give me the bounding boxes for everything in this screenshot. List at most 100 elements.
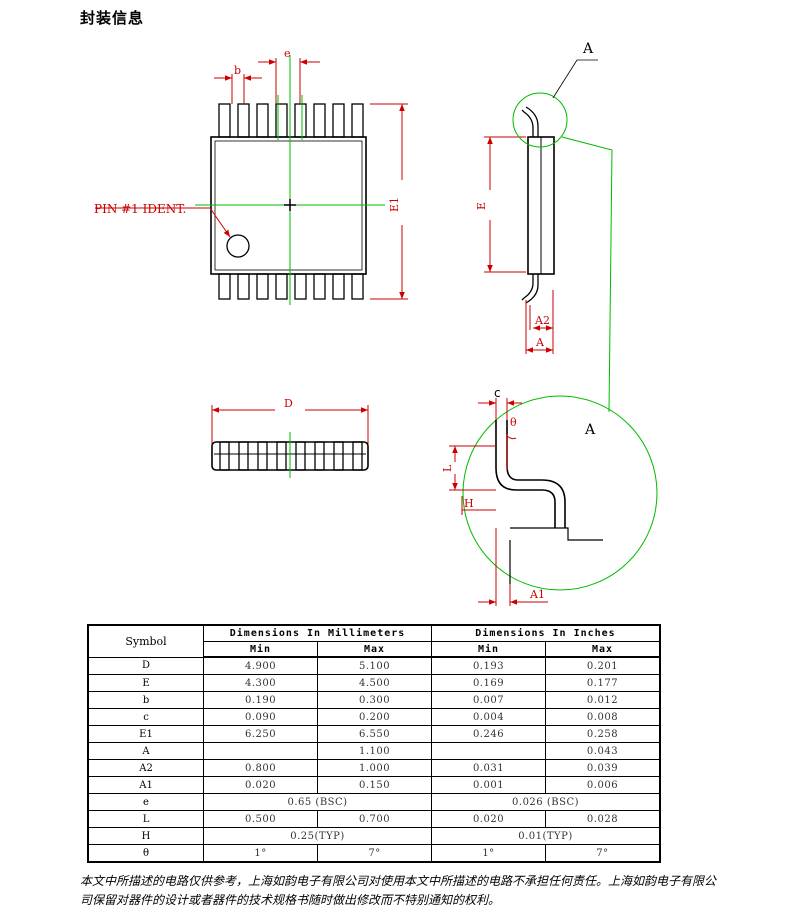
lead bbox=[351, 273, 364, 300]
lead bbox=[275, 273, 288, 300]
table-cell: 0.150 bbox=[317, 776, 433, 794]
table-cell: H bbox=[87, 827, 205, 845]
top-leads-upper bbox=[218, 103, 364, 138]
lead bbox=[276, 441, 287, 471]
table-cell: 1.100 bbox=[317, 742, 433, 760]
table-cell: 0.031 bbox=[431, 759, 546, 777]
table-cell: 0.193 bbox=[431, 656, 546, 675]
detail-a-label: A bbox=[584, 422, 596, 438]
table-cell: 0.169 bbox=[431, 674, 546, 692]
dim-E-label: E bbox=[475, 202, 488, 210]
inch-header: Dimensions In Inches bbox=[431, 624, 661, 642]
table-cell: 0.258 bbox=[544, 725, 661, 743]
table-cell: 0.008 bbox=[544, 708, 661, 726]
table-cell: 0.090 bbox=[203, 708, 319, 726]
lead bbox=[294, 273, 307, 300]
dim-L-label: L bbox=[441, 464, 454, 472]
symbol-header: Symbol bbox=[87, 624, 205, 658]
lead bbox=[333, 441, 344, 471]
table-cell: 6.550 bbox=[317, 725, 433, 743]
lead bbox=[351, 103, 364, 138]
dimensions-table: Symbol Dimensions In Millimeters Dimensi… bbox=[87, 624, 661, 863]
table-cell: A2 bbox=[87, 759, 205, 777]
dim-D-label: D bbox=[284, 397, 293, 410]
lead bbox=[218, 273, 231, 300]
table-cell: 4.900 bbox=[203, 656, 319, 675]
pin1-dot bbox=[226, 234, 250, 258]
dim-A2-label: A2 bbox=[534, 314, 550, 327]
detail-a-view: A c θ L H A1 bbox=[441, 386, 658, 606]
table-cell: θ bbox=[87, 844, 205, 863]
dim-H-label: H bbox=[464, 497, 474, 510]
table-cell: 0.177 bbox=[544, 674, 661, 692]
table-cell: 0.026 (BSC) bbox=[431, 793, 661, 811]
table-cell: 0.006 bbox=[544, 776, 661, 794]
table-cell: 0.25(TYP) bbox=[203, 827, 433, 845]
dim-b-label: b bbox=[234, 64, 241, 77]
table-cell: 1.000 bbox=[317, 759, 433, 777]
lead bbox=[295, 441, 306, 471]
table-cell: 1° bbox=[431, 844, 546, 863]
table-cell: 0.201 bbox=[544, 656, 661, 675]
table-cell: 0.01(TYP) bbox=[431, 827, 661, 845]
table-cell: L bbox=[87, 810, 205, 828]
detail-ref-label: A bbox=[582, 41, 594, 57]
lead bbox=[237, 273, 250, 300]
table-cell: b bbox=[87, 691, 205, 709]
table-cell: 0.020 bbox=[431, 810, 546, 828]
dim-A-label: A bbox=[535, 336, 545, 349]
table-cell: 0.65 (BSC) bbox=[203, 793, 433, 811]
dim-e-label: e bbox=[284, 47, 291, 60]
lead bbox=[313, 103, 326, 138]
table-cell: 0.028 bbox=[544, 810, 661, 828]
lead bbox=[257, 441, 268, 471]
pin1-label: PIN #1 IDENT. bbox=[94, 202, 186, 216]
table-cell: 0.007 bbox=[431, 691, 546, 709]
table-cell bbox=[203, 742, 319, 760]
lead bbox=[256, 273, 269, 300]
table-cell: 0.246 bbox=[431, 725, 546, 743]
inch-max-header: Max bbox=[544, 641, 661, 658]
dim-theta-label: θ bbox=[510, 416, 517, 429]
side-view: E A2 A A bbox=[475, 41, 613, 413]
table-cell: E1 bbox=[87, 725, 205, 743]
mm-header: Dimensions In Millimeters bbox=[203, 624, 433, 642]
lead bbox=[238, 441, 249, 471]
table-cell: 0.039 bbox=[544, 759, 661, 777]
end-view-leads bbox=[219, 441, 363, 471]
table-cell: c bbox=[87, 708, 205, 726]
table-cell: 4.500 bbox=[317, 674, 433, 692]
table-cell: 0.020 bbox=[203, 776, 319, 794]
table-cell: 7° bbox=[317, 844, 433, 863]
section-heading: 封装信息 bbox=[80, 9, 145, 27]
table-cell: e bbox=[87, 793, 205, 811]
disclaimer-text: 本文中所描述的电路仅供参考，上海如韵电子有限公司对使用本文中所描述的电路不承担任… bbox=[80, 874, 717, 907]
lead bbox=[294, 103, 307, 138]
table-cell: A1 bbox=[87, 776, 205, 794]
end-view: D bbox=[211, 397, 369, 478]
inch-min-header: Min bbox=[431, 641, 546, 658]
lead bbox=[314, 441, 325, 471]
table-cell: 0.012 bbox=[544, 691, 661, 709]
table-cell: 5.100 bbox=[317, 656, 433, 675]
lead bbox=[332, 273, 345, 300]
table-cell: 4.300 bbox=[203, 674, 319, 692]
dim-c-label: c bbox=[494, 386, 501, 400]
top-view: PIN #1 IDENT. b e E1 bbox=[94, 47, 408, 305]
lead bbox=[256, 103, 269, 138]
lead bbox=[219, 441, 230, 471]
table-cell: E bbox=[87, 674, 205, 692]
dim-E1-label: E1 bbox=[388, 197, 401, 212]
table-cell: 0.001 bbox=[431, 776, 546, 794]
